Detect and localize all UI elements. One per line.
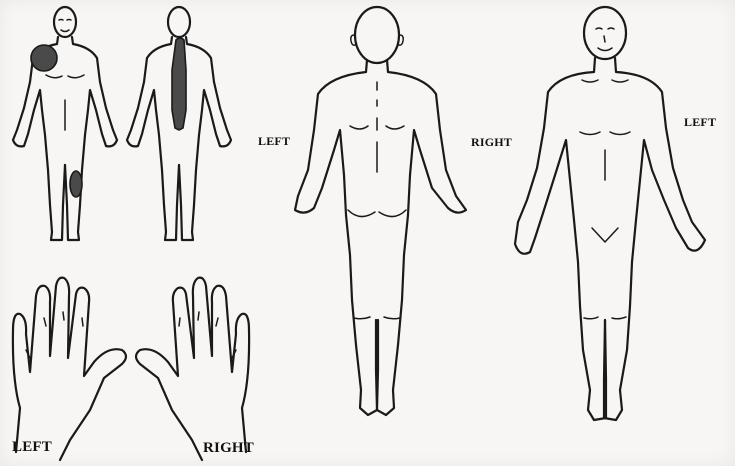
shaded-area-spine: [172, 38, 186, 130]
small-front-figure: [13, 7, 117, 240]
left-hand-label: LEFT: [12, 439, 52, 456]
small-back-figure: [127, 7, 231, 240]
large-back-figure: [295, 7, 466, 415]
shaded-area-calf: [70, 171, 82, 197]
right-hand-outline: [136, 278, 249, 460]
large-front-figure: [515, 7, 705, 420]
right-hand-label: RIGHT: [203, 440, 254, 457]
large-front-left-label: LEFT: [684, 115, 716, 130]
shaded-area-shoulder: [31, 45, 57, 71]
large-back-right-label: RIGHT: [471, 135, 512, 150]
large-back-left-label: LEFT: [258, 134, 290, 149]
left-hand-outline: [13, 278, 126, 460]
